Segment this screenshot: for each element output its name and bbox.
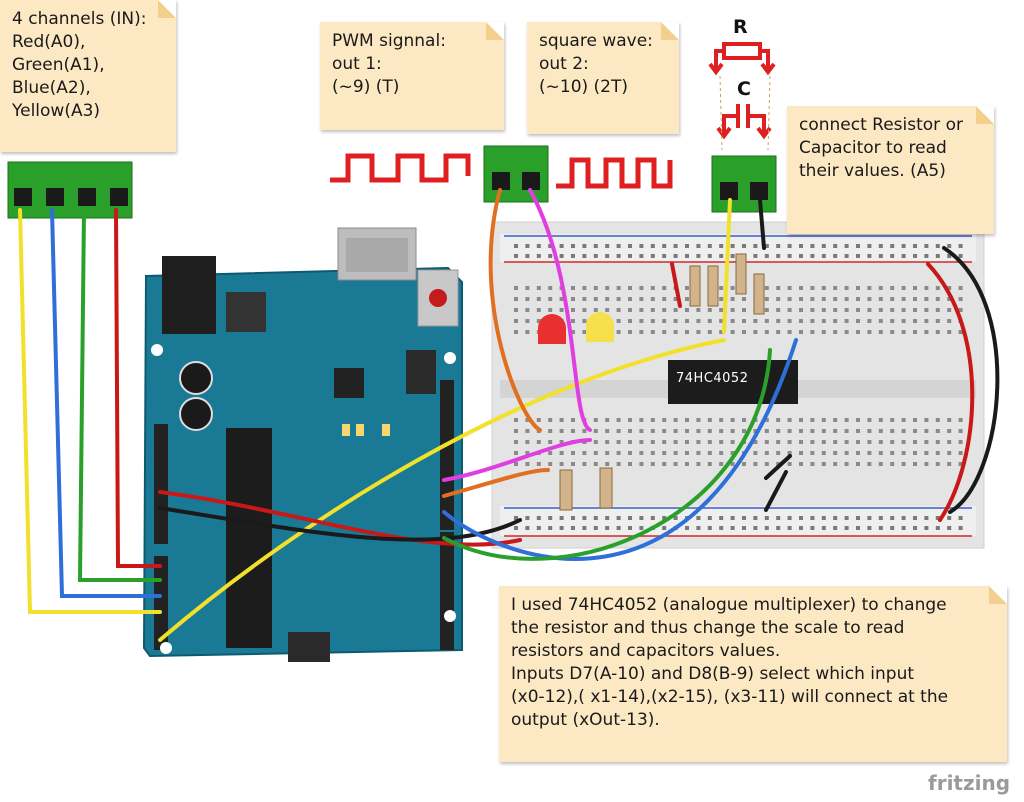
terminal-block-sensor (711, 155, 777, 213)
led-yellow (586, 312, 614, 342)
resistor-label: R (733, 16, 748, 38)
breadboard-holes (514, 244, 963, 530)
capacitor-label: C (737, 78, 751, 100)
wires (18, 188, 1000, 642)
resistor-bank (559, 253, 765, 511)
terminal-block-inputs (7, 161, 133, 219)
resistor-symbol (708, 42, 776, 76)
arduino-uno (142, 227, 463, 662)
chip-label: 74HC4052 (676, 371, 749, 386)
square-waveform (556, 157, 673, 189)
fritzing-watermark: fritzing (928, 771, 1011, 795)
led-red (538, 314, 566, 344)
pwm-waveform (330, 153, 471, 183)
terminal-block-signals (483, 145, 549, 203)
dashed-guide (719, 75, 771, 151)
note-multiplexer: I used 74HC4052 (analogue multiplexer) t… (499, 586, 1007, 762)
note-pwm-signal: PWM signnal: out 1: (~9) (T) (320, 22, 504, 130)
note-square-wave: square wave: out 2: (~10) (2T) (527, 22, 679, 134)
note-input-channels: 4 channels (IN): Red(A0), Green(A1), Blu… (0, 0, 176, 152)
note-connect-component: connect Resistor or Capacitor to read th… (787, 106, 994, 234)
capacitor-symbol (716, 104, 772, 140)
